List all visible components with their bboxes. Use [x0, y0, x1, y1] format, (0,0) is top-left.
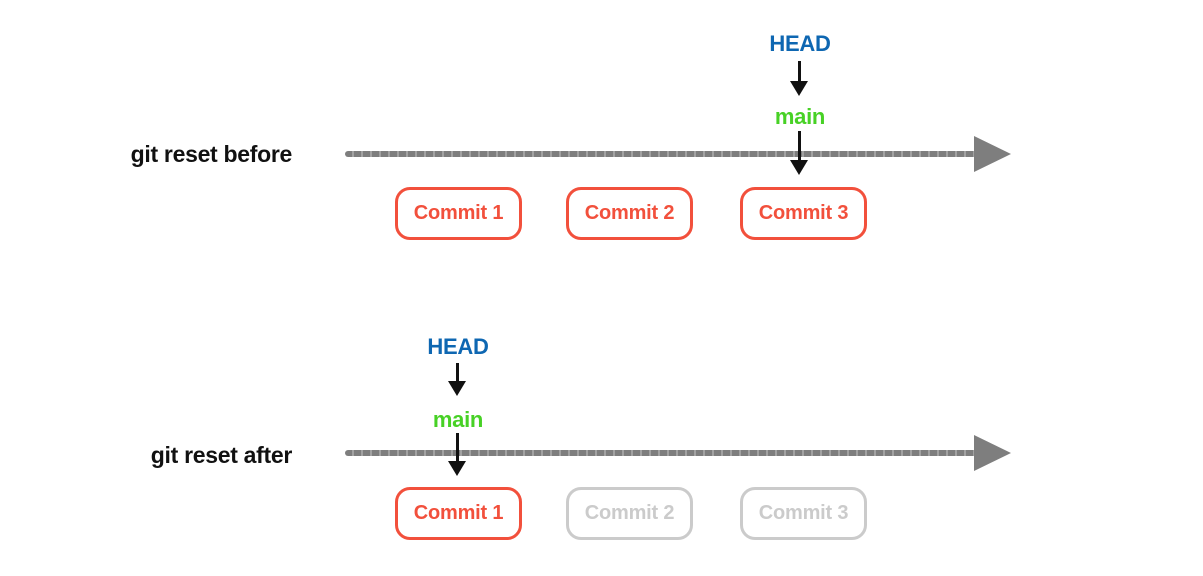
down-arrow-icon	[456, 363, 459, 383]
commit-box-3: Commit 3	[740, 487, 867, 540]
commit-label: Commit 2	[584, 202, 675, 224]
down-arrow-tip-icon	[790, 81, 808, 96]
section-after-label: git reset after	[150, 442, 293, 468]
branch-label: main	[774, 104, 826, 129]
head-label: HEAD	[769, 31, 831, 56]
timeline-arrowhead-icon	[974, 136, 1011, 172]
commit-label: Commit 2	[584, 502, 675, 524]
down-arrow-tip-icon	[790, 160, 808, 175]
commit-box-3: Commit 3	[740, 187, 867, 240]
commit-label: Commit 3	[758, 202, 849, 224]
head-label: HEAD	[427, 334, 489, 359]
down-arrow-tip-icon	[448, 461, 466, 476]
commit-box-2: Commit 2	[566, 487, 693, 540]
commit-label: Commit 3	[758, 502, 849, 524]
branch-label: main	[432, 407, 484, 432]
down-arrow-icon	[798, 61, 801, 83]
timeline-line	[345, 450, 981, 456]
timeline-arrowhead-icon	[974, 435, 1011, 471]
commit-box-1: Commit 1	[395, 187, 522, 240]
section-before-label: git reset before	[130, 141, 293, 167]
commit-label: Commit 1	[413, 202, 504, 224]
down-arrow-tip-icon	[448, 381, 466, 396]
down-arrow-icon	[798, 131, 801, 162]
section-after: git reset after HEAD main Commit 1 Commi…	[0, 288, 1203, 576]
commit-box-2: Commit 2	[566, 187, 693, 240]
section-before: git reset before HEAD main Commit 1 Comm…	[130, 31, 1011, 240]
commit-label: Commit 1	[413, 502, 504, 524]
down-arrow-icon	[456, 433, 459, 463]
commit-box-1: Commit 1	[395, 487, 522, 540]
timeline-line	[345, 151, 981, 157]
